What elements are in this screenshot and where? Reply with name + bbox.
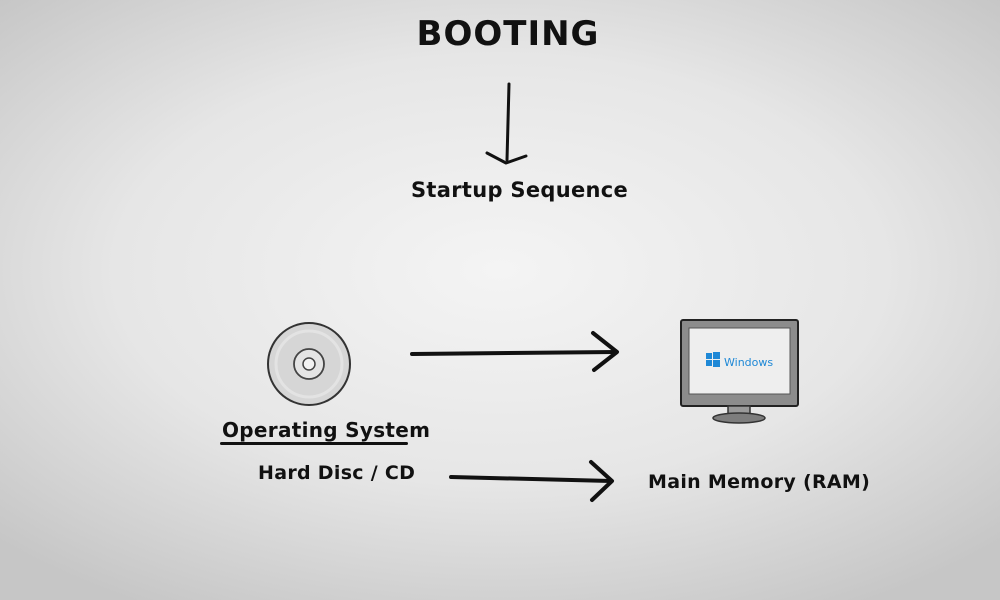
upper-right-arrow	[410, 331, 619, 372]
hard-disc-cd-label: Hard Disc / CD	[258, 462, 416, 484]
lower-right-arrow	[449, 460, 614, 502]
windows-logo-icon	[706, 352, 720, 367]
monitor-screen-text: Windows	[724, 356, 773, 369]
operating-system-underline	[220, 442, 408, 445]
down-arrow	[485, 82, 528, 165]
monitor-icon: Windows	[680, 319, 799, 424]
cd-disc-icon	[267, 322, 351, 406]
main-memory-label: Main Memory (RAM)	[648, 471, 871, 493]
page-title: BOOTING	[416, 14, 600, 54]
startup-sequence-label: Startup Sequence	[411, 178, 629, 202]
operating-system-label: Operating System	[222, 418, 431, 442]
